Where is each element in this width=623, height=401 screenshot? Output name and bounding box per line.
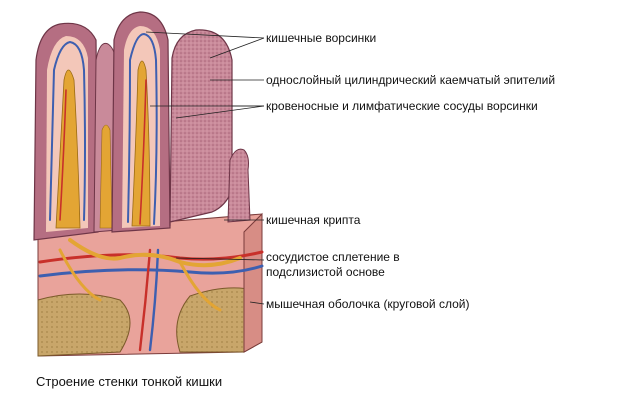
label-muscular-layer: мышечная оболочка (круговой слой) (266, 297, 470, 311)
label-epithelium: однослойный цилиндрический каемчатый эпи… (266, 73, 556, 87)
label-intestinal-crypt: кишечная крипта (266, 213, 361, 227)
label-villus-vessels: кровеносные и лимфатические сосуды ворси… (266, 99, 538, 113)
villus-4 (169, 29, 233, 227)
block-side-face (243, 212, 263, 353)
villus-1 (33, 22, 99, 241)
label-vascular-plexus-line2: подслизистой основе (266, 265, 385, 279)
label-intestinal-villi: кишечные ворсинки (266, 31, 377, 45)
muscle-layer-left (37, 293, 131, 357)
figure-caption: Строение стенки тонкой кишки (36, 374, 223, 389)
villus-5 (227, 148, 251, 223)
leader-lines (145, 31, 265, 305)
label-vascular-plexus-line1: сосудистое сплетение в (266, 250, 400, 264)
